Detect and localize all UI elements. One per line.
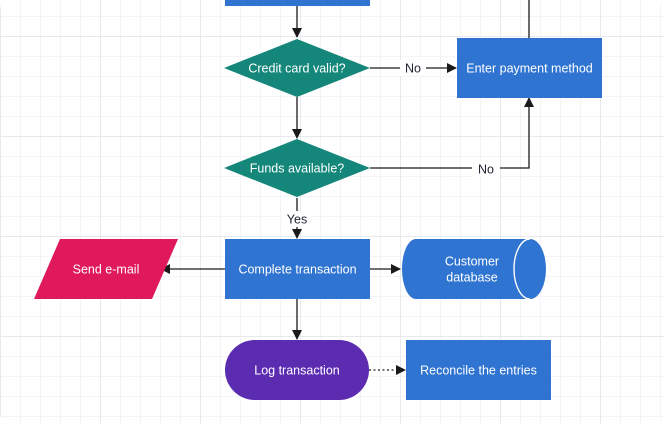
edge-funds-no [370,97,534,169]
customer-database-label-line2: database [446,271,497,285]
log-transaction-terminator[interactable]: Log transaction [225,340,369,400]
credit-check-decision[interactable]: Credit card valid? [224,39,370,97]
funds-check-decision[interactable]: Funds available? [224,139,370,197]
customer-database-storage[interactable]: Customer database [402,238,546,300]
enter-payment-process[interactable]: Enter payment method [457,38,602,98]
edge-label-funds-no: No [478,163,494,177]
top-process-node[interactable] [225,0,370,6]
edge-label-funds-yes: Yes [287,213,307,227]
send-email-label: Send e-mail [73,263,140,277]
reconcile-entries-process[interactable]: Reconcile the entries [406,340,551,400]
edge-label-credit-no: No [405,62,421,76]
complete-transaction-label: Complete transaction [238,263,356,277]
enter-payment-label: Enter payment method [466,62,593,76]
edge-labels: No No Yes [283,60,500,227]
customer-database-label-line1: Customer [445,255,499,269]
funds-check-label: Funds available? [250,162,345,176]
credit-check-label: Credit card valid? [248,62,345,76]
send-email-data[interactable]: Send e-mail [34,239,178,299]
log-transaction-label: Log transaction [254,364,340,378]
reconcile-entries-label: Reconcile the entries [420,364,537,378]
complete-transaction-process[interactable]: Complete transaction [225,239,370,299]
